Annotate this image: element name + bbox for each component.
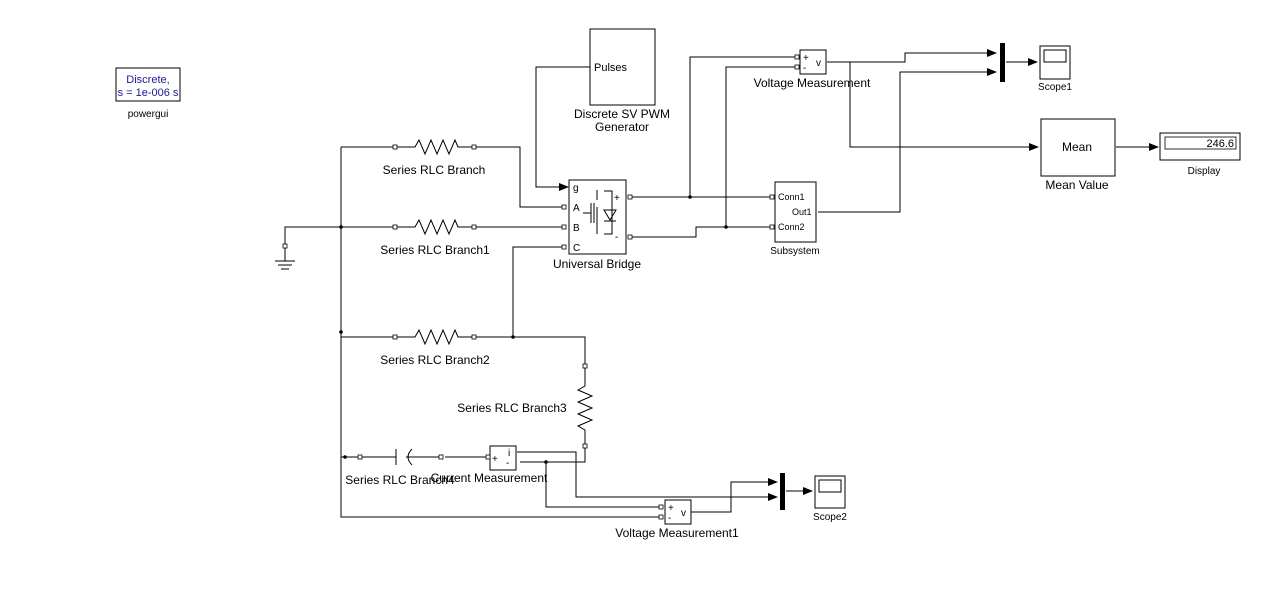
series-rlc-branch1-label: Series RLC Branch1 (380, 243, 490, 257)
voltage-measurement-label: Voltage Measurement (754, 76, 871, 90)
vm-out: v (816, 58, 821, 69)
bridge-port-plus: + (614, 193, 620, 204)
vm1-plus: + (668, 503, 674, 514)
subsystem-conn2: Conn2 (778, 222, 805, 232)
cm-minus: - (506, 458, 509, 469)
pwm-label-line2: Generator (595, 120, 649, 134)
scope1-label: Scope1 (1038, 82, 1072, 93)
scope2-label: Scope2 (813, 512, 847, 523)
vm1-out: v (681, 508, 686, 519)
junction-dots (339, 195, 728, 464)
series-rlc-branch1[interactable]: Series RLC Branch1 (380, 218, 490, 257)
scope2-block[interactable]: Scope2 (813, 475, 847, 523)
voltage-measurement1-label: Voltage Measurement1 (615, 526, 739, 540)
display-value: 246.6 (1206, 138, 1234, 150)
series-rlc-branch3-label: Series RLC Branch3 (457, 401, 567, 415)
cm-out: i (508, 448, 510, 459)
series-rlc-branch[interactable]: Series RLC Branch (383, 138, 486, 177)
subsystem-conn1: Conn1 (778, 192, 805, 202)
powergui-label: powergui (128, 109, 169, 120)
current-measurement-label: Current Measurement (431, 471, 548, 485)
powergui-text-line2: s = 1e-006 s (118, 87, 179, 99)
vm-minus: - (803, 63, 806, 74)
subsystem-out1: Out1 (792, 207, 812, 217)
igbt-diode-icon (583, 190, 617, 235)
series-rlc-branch3[interactable]: Series RLC Branch3 (457, 363, 594, 449)
display-block[interactable]: 246.6 Display (1159, 132, 1241, 177)
mean-block[interactable]: Mean Mean Value (1040, 118, 1116, 192)
universal-bridge-label: Universal Bridge (553, 257, 641, 271)
bridge-port-c: C (573, 243, 580, 254)
powergui-text-line1: Discrete, (126, 74, 169, 86)
display-label: Display (1188, 166, 1221, 177)
series-rlc-branch-label: Series RLC Branch (383, 163, 486, 177)
bridge-port-b: B (573, 223, 580, 234)
mux2-block[interactable] (780, 473, 785, 510)
cm-plus: + (492, 454, 498, 465)
series-rlc-branch4[interactable]: Series RLC Branch4 (345, 448, 455, 487)
series-rlc-branch2-label: Series RLC Branch2 (380, 353, 490, 367)
universal-bridge-block[interactable]: g A B C + - Universal Bridge (553, 179, 641, 271)
vm-plus: + (803, 53, 809, 64)
pulses-port-label: Pulses (594, 62, 628, 74)
subsystem-block[interactable]: Conn1 Out1 Conn2 Subsystem (769, 181, 820, 257)
current-measurement-block[interactable]: + - i Current Measurement (431, 445, 548, 485)
wires (284, 49, 1159, 518)
voltage-measurement-block[interactable]: + - v Voltage Measurement (754, 49, 871, 90)
pwm-generator-block[interactable]: Pulses Discrete SV PWM Generator (574, 28, 670, 134)
series-rlc-branch4-label: Series RLC Branch4 (345, 473, 455, 487)
ground-block[interactable] (275, 243, 295, 270)
pwm-label-line1: Discrete SV PWM (574, 107, 670, 121)
vm1-minus: - (668, 513, 671, 524)
mux1-block[interactable] (1000, 43, 1005, 82)
scope1-block[interactable]: Scope1 (1038, 45, 1072, 93)
powergui-block[interactable]: Discrete, s = 1e-006 s powergui (115, 67, 181, 120)
bridge-port-g: g (573, 183, 579, 194)
voltage-measurement1-block[interactable]: + - v Voltage Measurement1 (615, 499, 739, 540)
bridge-port-minus: - (615, 232, 618, 243)
mean-text: Mean (1062, 140, 1092, 154)
series-rlc-branch2[interactable]: Series RLC Branch2 (380, 328, 490, 367)
subsystem-label: Subsystem (770, 246, 819, 257)
bridge-port-a: A (573, 203, 580, 214)
mean-value-label: Mean Value (1045, 178, 1108, 192)
